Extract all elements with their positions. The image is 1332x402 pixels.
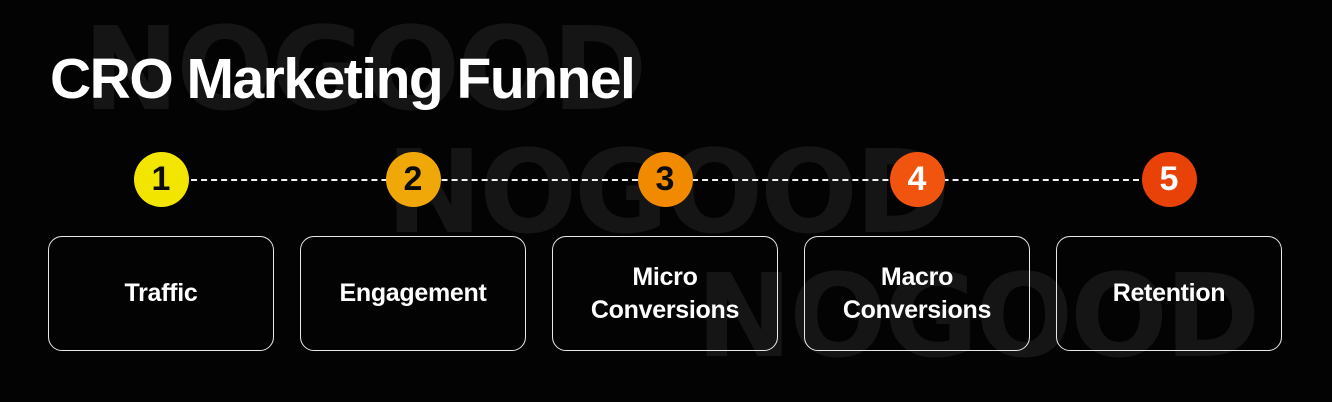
step-label-box: Retention xyxy=(1056,236,1282,351)
step-label-box: Engagement xyxy=(300,236,526,351)
step-number-badge: 1 xyxy=(133,152,189,207)
step-number: 3 xyxy=(655,160,675,198)
step-label-box: Traffic xyxy=(48,236,274,351)
nogood-watermark-top: NOGOOD xyxy=(83,3,647,137)
funnel-step-engagement: 2 Engagement xyxy=(300,152,526,351)
step-label-box: Micro Conversions xyxy=(552,236,778,351)
funnel-step-micro-conversions: 3 Micro Conversions xyxy=(552,152,778,351)
step-label: Micro Conversions xyxy=(590,262,740,324)
step-label: Retention xyxy=(1112,279,1226,307)
funnel-step-traffic: 1 Traffic xyxy=(48,152,274,351)
step-number: 2 xyxy=(403,160,423,198)
funnel-steps-row: 1 Traffic 2 Engagement 3 Micro Conversio… xyxy=(48,152,1282,351)
funnel-step-retention: 5 Retention xyxy=(1056,152,1282,351)
step-number-badge: 4 xyxy=(889,152,945,207)
page-title: CRO Marketing Funnel xyxy=(50,47,636,111)
nogood-watermark-bottom: NOGOOD xyxy=(696,250,1260,384)
step-label: Traffic xyxy=(124,279,198,307)
step-number-badge: 3 xyxy=(637,152,693,207)
step-label-box: Macro Conversions xyxy=(804,236,1030,351)
step-number: 4 xyxy=(907,160,927,198)
step-number-badge: 2 xyxy=(385,152,441,207)
step-number: 5 xyxy=(1159,160,1179,198)
step-label: Macro Conversions xyxy=(842,262,992,324)
step-number-badge: 5 xyxy=(1141,152,1197,207)
funnel-step-macro-conversions: 4 Macro Conversions xyxy=(804,152,1030,351)
step-number: 1 xyxy=(151,160,171,198)
step-label: Engagement xyxy=(339,279,487,307)
